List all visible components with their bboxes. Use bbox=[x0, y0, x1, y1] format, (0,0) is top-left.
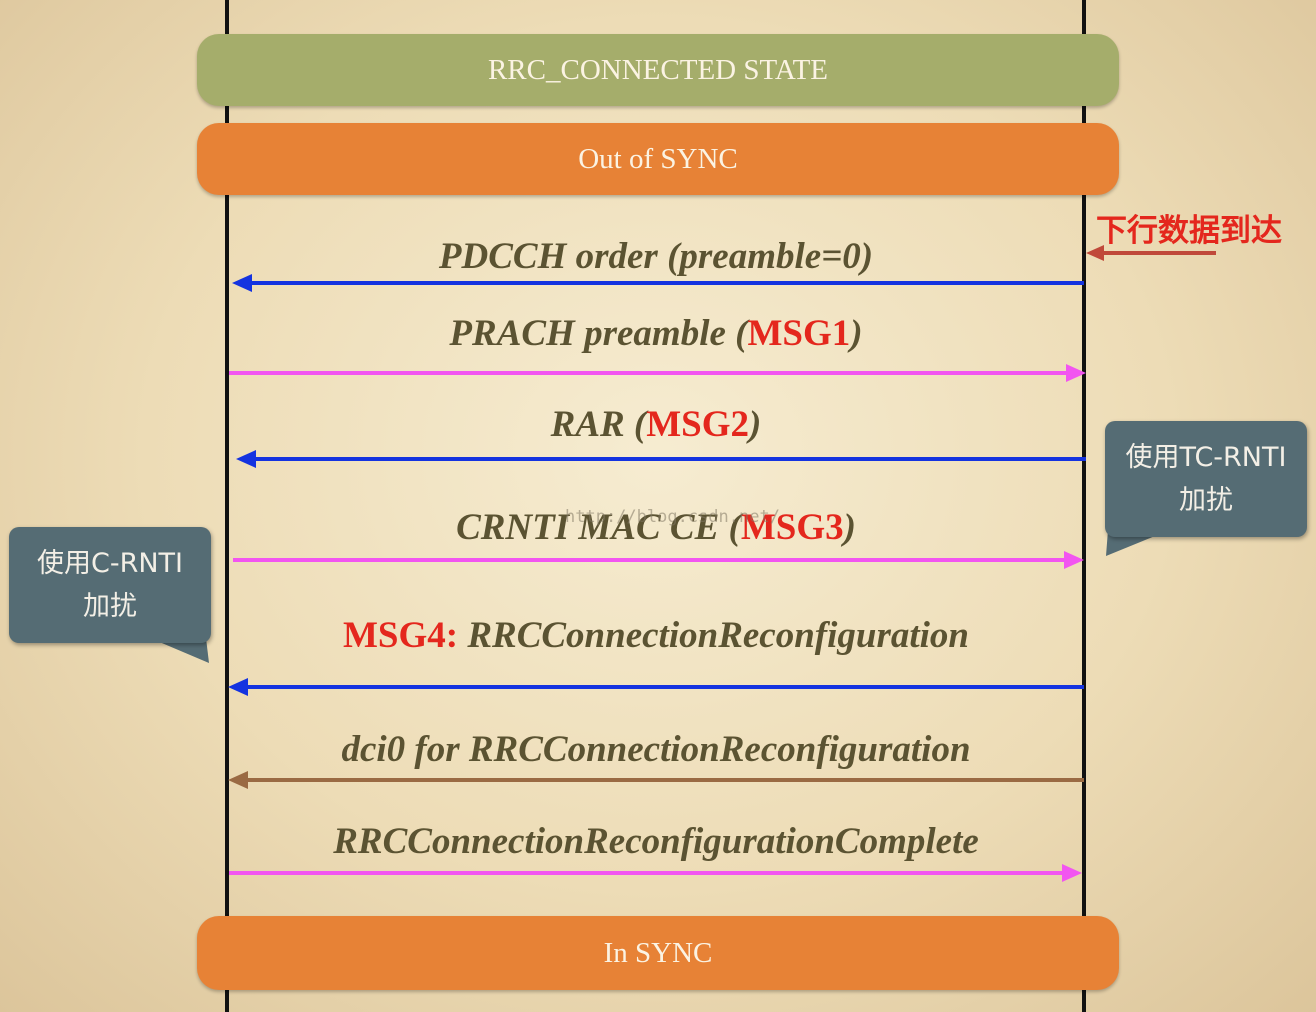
c-rnti-callout: 使用C-RNTI 加扰 bbox=[9, 527, 211, 643]
rar-prefix: RAR ( bbox=[550, 404, 647, 445]
tc-rnti-line1: 使用TC-RNTI bbox=[1125, 442, 1287, 473]
watermark-text: http://blog.csdn.net/ bbox=[565, 507, 780, 527]
enb-lifeline-left bbox=[225, 0, 229, 1012]
msg1-tag: MSG1 bbox=[747, 313, 851, 354]
complete-text: RRCConnectionReconfigurationComplete bbox=[333, 821, 979, 862]
rar-arrow-head bbox=[236, 450, 256, 468]
dci0-arrow-head bbox=[228, 771, 248, 789]
c-rnti-line2: 加扰 bbox=[83, 591, 137, 622]
prach-prefix: PRACH preamble ( bbox=[449, 313, 748, 354]
tc-rnti-line2: 加扰 bbox=[1179, 485, 1233, 516]
crnti-prefix: CRNTI MAC CE ( bbox=[456, 507, 741, 548]
pdcch-arrow-head bbox=[232, 274, 252, 292]
rar-label: RAR (MSG2) bbox=[230, 406, 1082, 443]
out-of-sync-label: Out of SYNC bbox=[578, 142, 738, 175]
reconfiguration-complete-label: RRCConnectionReconfigurationComplete bbox=[230, 823, 1082, 860]
in-sync-label: In SYNC bbox=[603, 936, 713, 969]
msg4-tag: MSG4: bbox=[342, 615, 459, 656]
msg4-arrow-head bbox=[228, 678, 248, 696]
crnti-mac-ce-label: CRNTI MAC CE (MSG3) bbox=[230, 509, 1082, 546]
crnti-arrow-head bbox=[1064, 551, 1084, 569]
msg4-suffix: RRCConnectionReconfiguration bbox=[458, 615, 970, 656]
downlink-note-arrow-head bbox=[1086, 245, 1104, 261]
dci0-label: dci0 for RRCConnectionReconfiguration bbox=[230, 731, 1082, 768]
complete-arrow-head bbox=[1062, 864, 1082, 882]
ue-lifeline-right bbox=[1082, 0, 1086, 1012]
tc-rnti-callout: 使用TC-RNTI 加扰 bbox=[1105, 421, 1307, 537]
c-rnti-line1: 使用C-RNTI bbox=[36, 548, 183, 579]
out-of-sync-band: Out of SYNC bbox=[197, 123, 1119, 195]
prach-arrow-head bbox=[1066, 364, 1086, 382]
msg3-tag: MSG3 bbox=[740, 507, 844, 548]
msg2-tag: MSG2 bbox=[646, 404, 750, 445]
in-sync-band: In SYNC bbox=[197, 916, 1119, 990]
dci0-text: dci0 for RRCConnectionReconfiguration bbox=[341, 729, 971, 770]
pdcch-order-label: PDCCH order (preamble=0) bbox=[230, 238, 1082, 275]
rrc-connected-state-label: RRC_CONNECTED STATE bbox=[487, 53, 829, 86]
prach-preamble-label: PRACH preamble (MSG1) bbox=[230, 315, 1082, 352]
c-rnti-callout-tail bbox=[150, 638, 209, 663]
pdcch-order-text: PDCCH order (preamble=0) bbox=[438, 236, 874, 277]
downlink-arrival-note: 下行数据到达 bbox=[1096, 213, 1282, 249]
prach-suffix: ) bbox=[850, 313, 863, 354]
msg4-label: MSG4: RRCConnectionReconfiguration bbox=[230, 617, 1082, 654]
crnti-suffix: ) bbox=[843, 507, 856, 548]
rar-suffix: ) bbox=[749, 404, 762, 445]
rrc-connected-state-band: RRC_CONNECTED STATE bbox=[197, 34, 1119, 106]
